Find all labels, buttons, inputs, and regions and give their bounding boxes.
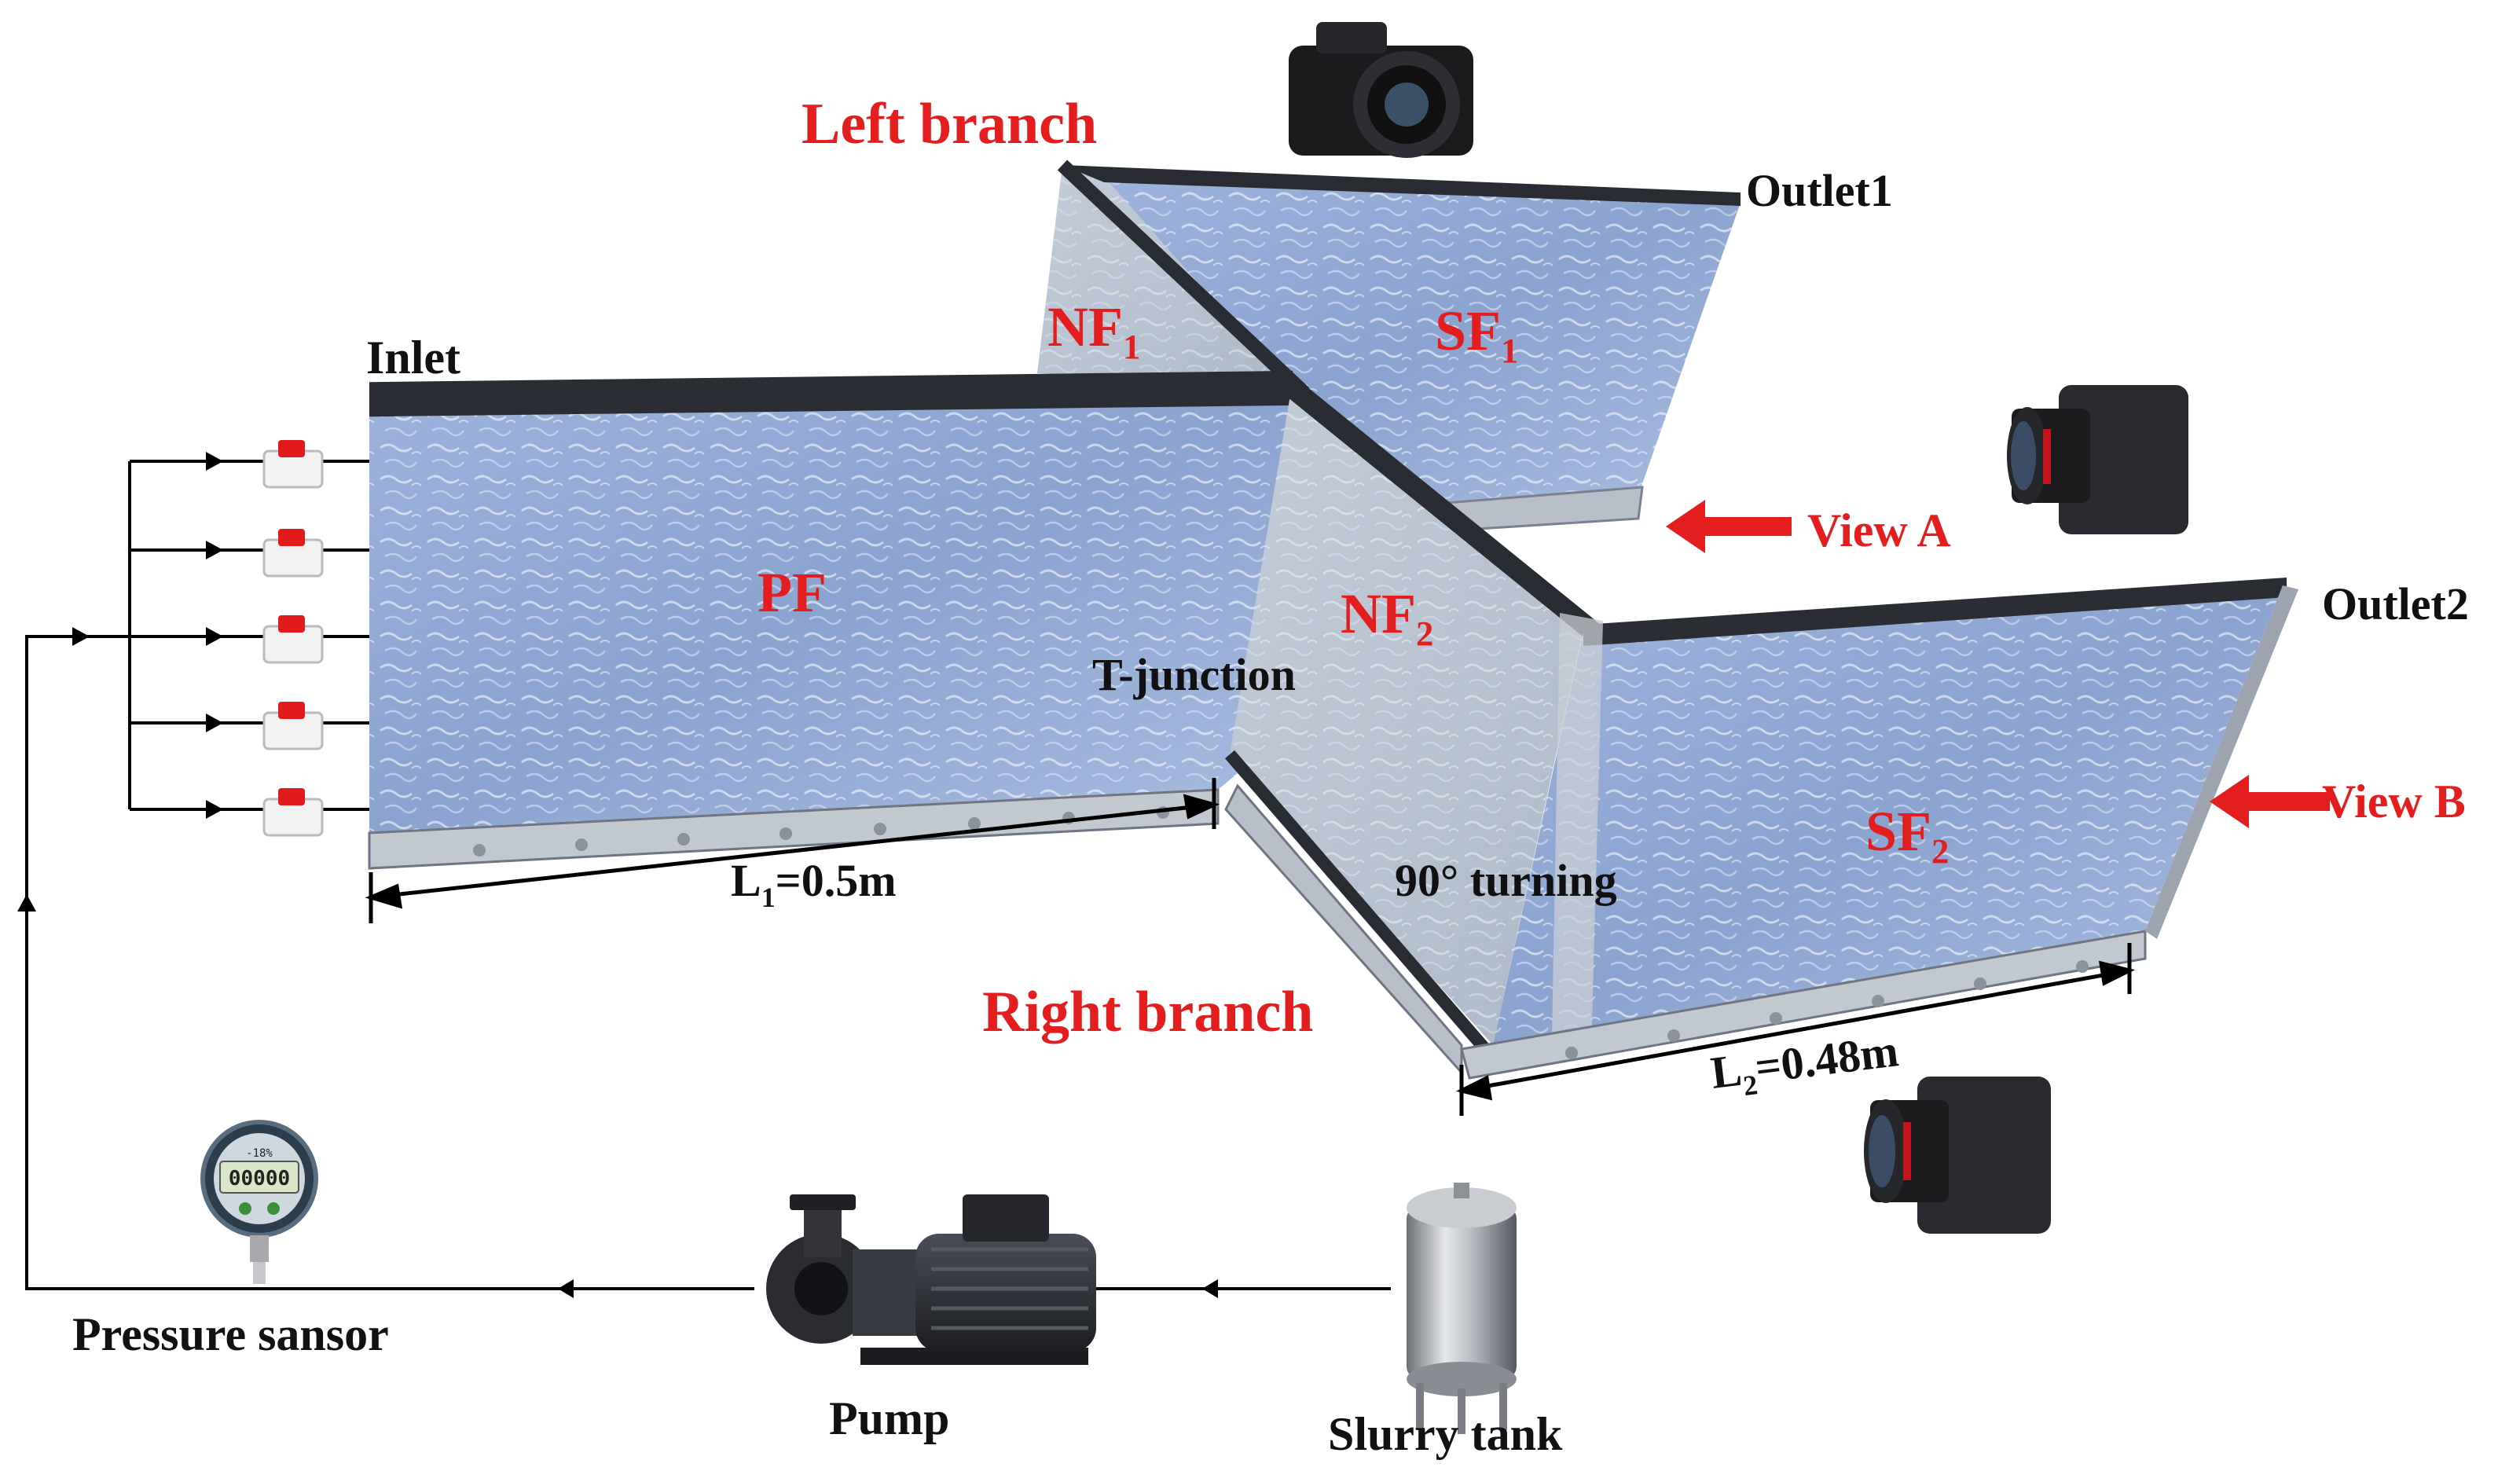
view-a-arrow-icon xyxy=(1666,500,1792,553)
gauge-readout: 00000 xyxy=(229,1167,290,1190)
arrowhead-branch-4 xyxy=(206,713,223,732)
arrowhead-branch-5 xyxy=(206,800,223,819)
flume-model xyxy=(368,160,2298,1080)
right-branch-label: Right branch xyxy=(982,980,1313,1044)
arrowhead-branch-3 xyxy=(206,627,223,646)
outlet1-label: Outlet1 xyxy=(1746,165,1893,216)
pressure-sensor-icon: -18% 00000 xyxy=(200,1120,318,1284)
valve-icon xyxy=(262,702,324,750)
inlet-label: Inlet xyxy=(366,332,460,383)
dimension-line-l2 xyxy=(1461,968,2130,1093)
bolts-l1 xyxy=(473,806,1169,857)
valve-icon xyxy=(262,440,324,489)
labels: Left branch Right branch View A View B P… xyxy=(72,92,2469,1460)
arrowhead-branch-1 xyxy=(206,452,223,471)
inlet-valves xyxy=(262,440,324,837)
l2-dimension-label: L2=0.48m xyxy=(1708,1025,1902,1106)
sf1-label: SF1 xyxy=(1435,299,1518,370)
pressure-sensor-label: Pressure sansor xyxy=(72,1308,389,1360)
flow-arrowheads xyxy=(17,452,1218,1298)
camera-view-a-icon xyxy=(2007,385,2188,534)
nf2-label: NF2 xyxy=(1341,582,1433,653)
pump-icon xyxy=(766,1194,1096,1365)
t-junction-label: T-junction xyxy=(1092,649,1296,700)
arrowhead-riser xyxy=(17,894,36,912)
dimension-arrowhead xyxy=(365,883,403,909)
bolts-l2 xyxy=(1565,960,2089,1059)
pf-label: PF xyxy=(757,561,827,624)
view-a-label: View A xyxy=(1807,504,1951,556)
left-branch-label: Left branch xyxy=(801,92,1097,156)
arrowhead-pump xyxy=(1202,1279,1218,1298)
nf1-label: NF1 xyxy=(1047,295,1140,366)
arrowhead-branch-2 xyxy=(206,541,223,559)
valve-icon xyxy=(262,615,324,664)
view-b-arrow-icon xyxy=(2210,775,2330,828)
dimension-arrowhead xyxy=(1455,1075,1493,1101)
outlet2-label: Outlet2 xyxy=(2322,578,2469,629)
view-b-label: View B xyxy=(2322,776,2466,827)
pump-label: Pump xyxy=(829,1392,949,1444)
view-arrows xyxy=(1666,500,2330,828)
valve-icon xyxy=(262,788,324,837)
dimension-lines xyxy=(365,778,2136,1116)
dimension-line-l1 xyxy=(370,802,1215,900)
sf2-label: SF2 xyxy=(1865,800,1949,871)
valve-icon xyxy=(262,529,324,578)
arrowhead-manifold xyxy=(72,627,90,646)
arrowhead-sensor xyxy=(558,1279,574,1298)
turning-label: 90° turning xyxy=(1395,855,1617,906)
l1-dimension-label: L1=0.5m xyxy=(731,855,897,913)
dimension-arrowhead xyxy=(2098,960,2136,986)
dimension-arrowhead xyxy=(1183,794,1220,820)
slurry-tank-label: Slurry tank xyxy=(1328,1408,1563,1460)
camera-view-b-icon xyxy=(1864,1077,2051,1234)
gauge-top-text: -18% xyxy=(246,1147,273,1160)
camera-top-icon xyxy=(1289,22,1473,158)
slurry-tank-icon xyxy=(1407,1183,1517,1434)
